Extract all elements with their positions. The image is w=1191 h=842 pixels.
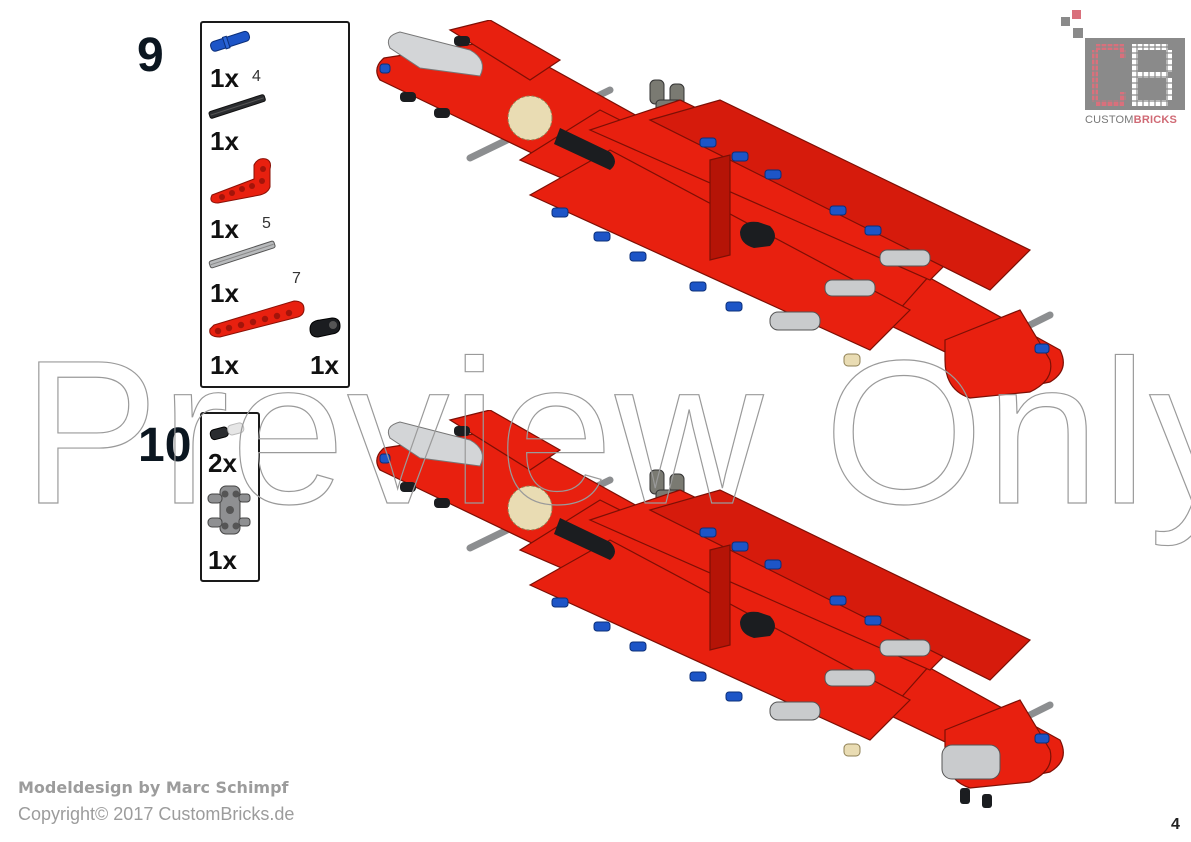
part-qty: 2x [208,448,237,478]
part-qty: 1x [208,545,237,575]
black-pin-icon [209,422,245,441]
model-design-credit: Modeldesign by Marc Schimpf [18,778,289,797]
part-qty: 1x [210,214,239,244]
part-qty: 1x [210,278,239,308]
page-number: 4 [1171,816,1180,833]
black-axle-icon [208,94,266,119]
parts-list-step-9: 1x 4 1x 1x 5 1x 7 1x 1x [200,21,350,388]
part-length: 5 [262,215,271,232]
parts-list-step-10: 2x 1x [200,412,260,582]
logo-brand-text: CUSTOMBRICKS [1085,114,1178,126]
red-beam-7-icon [209,300,305,338]
black-connector-icon [309,317,341,338]
part-qty: 1x [210,63,239,93]
part-length: 4 [252,68,261,85]
custombricks-logo [1060,6,1185,130]
gray-axle-icon [208,240,276,269]
model-step-9-illustration [376,20,1064,399]
model-step-10-illustration [376,410,1064,808]
part-qty: 1x [210,126,239,156]
step-number-10: 10 [138,419,192,472]
part-qty: 1x [310,350,339,380]
red-l-beam-icon [210,158,271,204]
blue-axle-pin-icon [210,30,251,52]
part-qty: 1x [210,350,239,380]
part-length: 7 [292,270,301,287]
copyright-notice: Copyright© 2017 CustomBricks.de [18,804,295,824]
gray-pin-connector-icon [207,485,251,535]
step-number-9: 9 [137,29,164,82]
